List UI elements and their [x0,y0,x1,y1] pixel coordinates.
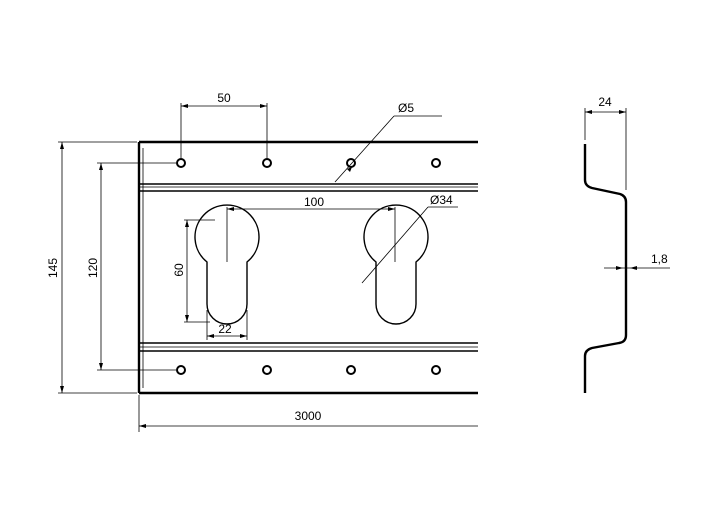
mounting-hole [346,158,356,168]
thickness-label: 1,8 [651,252,668,266]
mounting-hole [346,365,356,375]
rail-front-view [137,140,478,395]
lower-rib [139,342,478,352]
slot-height-label: 60 [172,263,186,277]
profile-depth-label: 24 [598,95,612,109]
rail-side-profile [583,108,670,393]
total-height-label: 145 [46,258,60,278]
upper-rib [139,183,478,192]
length-label: 3000 [295,409,322,423]
keyhole-slot [363,204,429,325]
hole-row-spacing-label: 120 [86,258,100,278]
slot-diameter-label: Ø34 [430,193,453,207]
profile-outline [583,144,628,393]
mounting-hole [431,365,441,375]
mounting-hole [176,158,186,168]
slot-width-label: 22 [218,322,232,336]
dimension-lines [58,103,478,432]
mounting-hole [176,365,186,375]
mounting-hole [262,158,272,168]
mounting-hole [431,158,441,168]
slot-pitch-label: 100 [304,195,324,209]
hole-diameter-label: Ø5 [398,101,414,115]
hole-pitch-label: 50 [217,91,231,105]
keyhole-slot [194,204,260,325]
mounting-hole [262,365,272,375]
